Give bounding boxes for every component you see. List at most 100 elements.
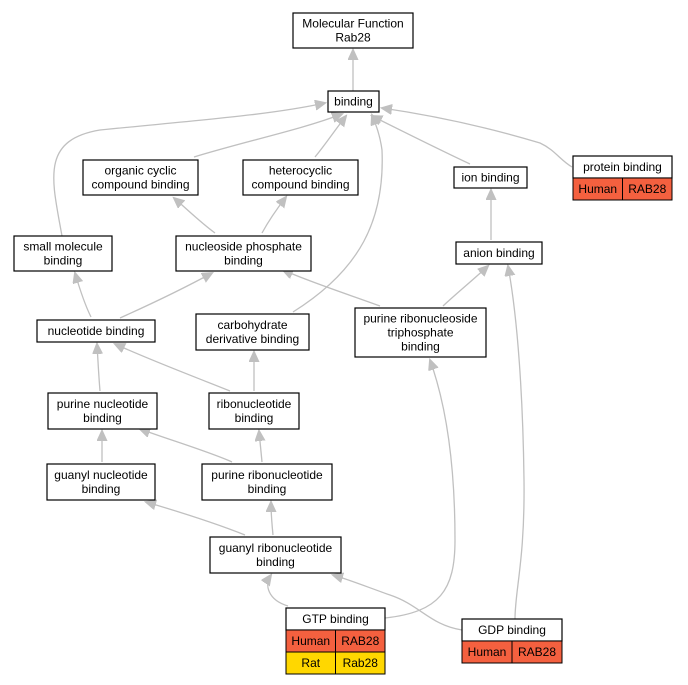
node-label-line: binding: [82, 482, 121, 496]
species-label: Rat: [301, 656, 320, 670]
edge-nucleotide-to-nucphos: [119, 273, 212, 319]
node-label-line: ion binding: [461, 171, 519, 185]
edge-ribonuc-to-nucleotide: [115, 344, 231, 392]
edge-nucleotide-to-smallmol: [75, 273, 92, 318]
node-box: [201, 463, 333, 501]
node-nucleotide[interactable]: nucleotide binding: [36, 319, 156, 343]
node-label-line: binding: [401, 340, 440, 354]
node-label-line: binding: [248, 482, 287, 496]
edge-hetero-to-binding: [314, 116, 346, 158]
node-label-line: derivative binding: [206, 332, 299, 346]
node-label-line: nucleoside phosphate: [185, 240, 302, 254]
gene-cell[interactable]: [511, 640, 563, 664]
node-box: [453, 166, 528, 189]
node-box: [242, 159, 359, 196]
node-label-line: purine ribonucleoside: [363, 312, 477, 326]
gene-cell[interactable]: [622, 177, 673, 201]
node-label-line: binding: [83, 411, 122, 425]
edge-guanylribo-to-purribo: [271, 502, 273, 536]
node-label-line: GDP binding: [478, 623, 546, 637]
node-label-line: small molecule: [23, 240, 103, 254]
edge-purribo-to-purnuc: [140, 429, 233, 463]
edge-organic-to-binding: [193, 114, 342, 158]
node-label-line: binding: [44, 254, 83, 268]
edges-layer: [53, 50, 573, 631]
node-label-line: anion binding: [463, 246, 534, 260]
gene-label: RAB28: [518, 645, 556, 659]
node-label-line: GTP binding: [302, 612, 369, 626]
node-label-line: binding: [256, 555, 295, 569]
edge-nucphos-to-organic: [174, 198, 216, 234]
edge-ion-to-binding: [372, 116, 471, 165]
node-box: [354, 307, 487, 358]
node-label-line: triphosphate: [387, 326, 453, 340]
gene-cell[interactable]: [335, 651, 386, 675]
edge-gdp-to-guanylribo: [333, 575, 463, 631]
node-label-line: ribonucleotide: [217, 397, 292, 411]
node-anion[interactable]: anion binding: [455, 241, 543, 265]
node-box: [82, 159, 199, 196]
node-label-line: compound binding: [91, 178, 189, 192]
node-label-line: Rab28: [335, 31, 371, 45]
node-label-line: binding: [334, 95, 373, 109]
edge-nucphos-to-hetero: [261, 197, 286, 234]
edge-purnuc-to-nucleotide: [97, 344, 100, 392]
edge-gtp-to-prnts: [384, 360, 456, 619]
node-label-line: nucleotide binding: [48, 324, 145, 338]
edge-gdp-to-anion: [508, 266, 525, 620]
species-label: Human: [291, 634, 330, 648]
node-box: [209, 536, 342, 574]
edge-smallmol-to-binding: [53, 103, 325, 237]
node-label-line: organic cyclic: [104, 164, 176, 178]
node-ion[interactable]: ion binding: [453, 166, 528, 189]
node-label-line: purine nucleotide: [57, 397, 149, 411]
node-label-line: protein binding: [583, 160, 662, 174]
node-label-line: Molecular Function: [302, 17, 403, 31]
gene-label: RAB28: [341, 634, 379, 648]
node-label-line: binding: [224, 254, 263, 268]
edge-purribo-to-ribonuc: [259, 431, 262, 463]
edge-prnts-to-anion: [442, 266, 488, 307]
edge-carb-to-binding: [292, 115, 383, 313]
gene-label: Rab28: [343, 656, 379, 670]
node-box: [208, 392, 300, 430]
node-label-line: heterocyclic: [269, 164, 332, 178]
node-box: [175, 235, 312, 272]
edge-protein-to-binding: [382, 108, 573, 168]
node-box: [46, 463, 156, 501]
node-label-line: guanyl nucleotide: [54, 468, 148, 482]
edge-prnts-to-nucphos: [283, 270, 381, 307]
node-label-line: carbohydrate: [217, 318, 287, 332]
node-label-line: compound binding: [251, 178, 349, 192]
edge-gtp-to-guanylribo: [268, 575, 289, 607]
node-box: [292, 12, 414, 49]
node-box: [195, 313, 310, 351]
node-label-line: binding: [235, 411, 274, 425]
node-label-line: purine ribonucleotide: [211, 468, 323, 482]
species-label: Human: [578, 182, 617, 196]
node-box: [455, 241, 543, 265]
node-binding[interactable]: binding: [327, 90, 380, 113]
gene-label: RAB28: [628, 182, 666, 196]
species-label: Human: [468, 645, 507, 659]
node-label-line: guanyl ribonucleotide: [219, 541, 333, 555]
node-box: [47, 392, 158, 430]
node-box: [327, 90, 380, 113]
